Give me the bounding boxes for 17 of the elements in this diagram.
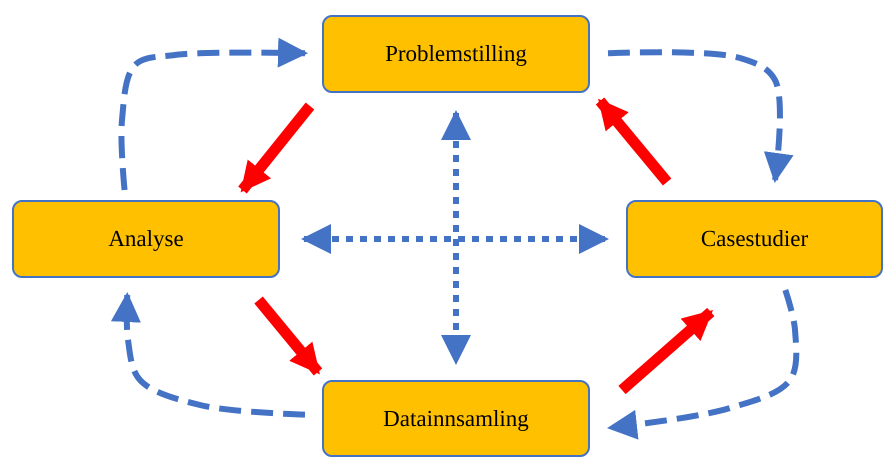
box-label: Datainnsamling — [383, 406, 529, 432]
process-box — [322, 380, 590, 457]
arrow — [441, 110, 471, 365]
arrow — [607, 289, 800, 440]
box-label: Casestudier — [700, 226, 808, 252]
box-label: Analyse — [108, 226, 184, 252]
arrow — [301, 224, 609, 254]
process-box — [12, 200, 280, 278]
arrow — [596, 97, 672, 186]
arrow — [111, 292, 306, 418]
process-box — [322, 15, 590, 93]
process-box — [626, 200, 883, 278]
box-label: Problemstilling — [385, 41, 527, 67]
arrow — [118, 38, 308, 190]
arrow — [238, 102, 314, 194]
arrow — [254, 296, 322, 376]
arrow — [608, 49, 794, 183]
